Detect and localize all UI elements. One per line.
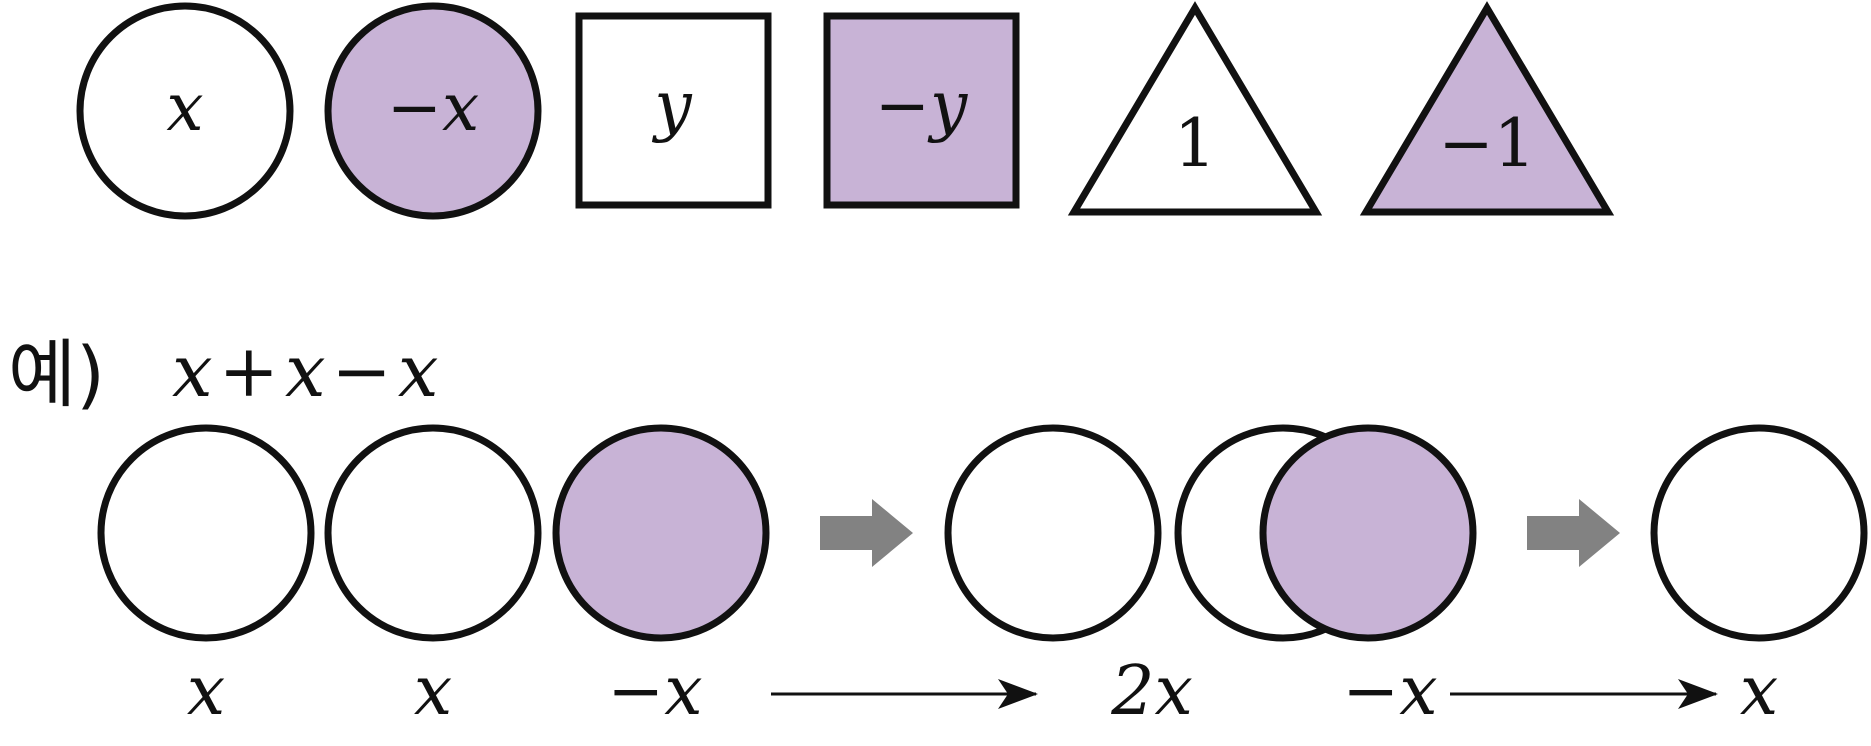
step2-tile-1 [944, 424, 1162, 642]
legend-one-label: 1 [1174, 105, 1216, 182]
step2-group: 2x −x [944, 424, 1477, 731]
step1-label-2: x [414, 652, 452, 731]
step3-tile-1 [1650, 424, 1868, 642]
legend-neg-one-tile: −1 [1359, 1, 1615, 216]
step1-tile-2 [324, 424, 542, 642]
example-prefix: 예) [8, 332, 105, 418]
step2-label-2: −x [1342, 652, 1437, 731]
example-heading: 예) x+x−x [8, 329, 438, 418]
step1-label-3: −x [607, 652, 702, 731]
negative-x-circle [324, 2, 542, 220]
legend-row: x −x y −y 1 −1 [76, 1, 1615, 220]
step2-label-1: 2x [1110, 652, 1193, 731]
legend-y-tile: y [575, 12, 772, 209]
legend-neg-y-tile: −y [823, 12, 1020, 209]
legend-neg-x-tile: −x [324, 2, 542, 220]
legend-y-label: y [651, 67, 692, 144]
legend-neg-x-label: −x [387, 69, 480, 146]
step-arrow-2 [1527, 499, 1620, 567]
negative-one-triangle [1359, 1, 1615, 216]
positive-x-circle [76, 2, 294, 220]
legend-x-label: x [166, 69, 203, 146]
negative-y-square [823, 12, 1020, 209]
legend-one-tile: 1 [1067, 1, 1323, 216]
step1-group: x x −x [97, 424, 770, 731]
example-expression: x+x−x [172, 329, 438, 413]
step1-tile-1 [97, 424, 315, 642]
legend-neg-y-label: −y [875, 67, 968, 144]
legend-x-tile: x [76, 2, 294, 220]
positive-y-square [575, 12, 772, 209]
legend-neg-one-label: −1 [1438, 105, 1535, 182]
step1-tile-3 [552, 424, 770, 642]
step2-tile-3 [1259, 424, 1477, 642]
step1-label-1: x [187, 652, 225, 731]
step3-group: x [1650, 424, 1868, 731]
step3-label-1: x [1740, 652, 1778, 731]
positive-one-triangle [1067, 1, 1323, 216]
step-arrow-1 [820, 499, 913, 567]
